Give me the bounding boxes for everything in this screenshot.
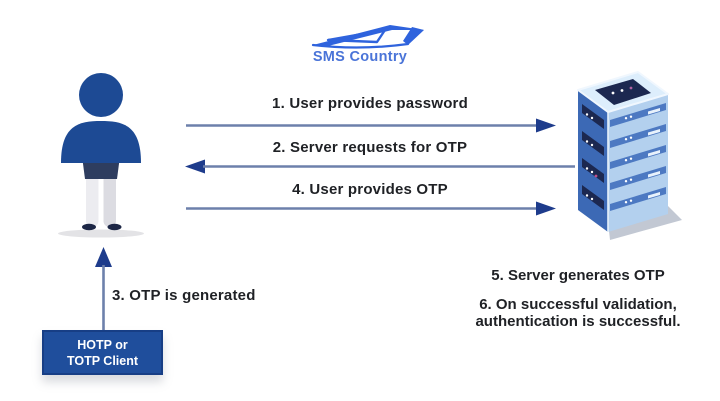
- label-step6-line1: 6. On successful validation,: [479, 296, 677, 313]
- label-step6-line2: authentication is successful.: [475, 312, 681, 330]
- server-icon: [577, 71, 682, 240]
- client-box-line2: TOTP Client: [66, 353, 139, 368]
- client-box-line1: HOTP or: [77, 337, 128, 352]
- sms-country-logo-swoosh-icon: [311, 25, 424, 49]
- label-step2: 2. Server requests for OTP: [272, 139, 468, 156]
- label-step5: 5. Server generates OTP: [491, 267, 665, 284]
- label-step4: 4. User provides OTP: [292, 181, 448, 198]
- user-icon: [58, 73, 144, 238]
- label-step1: 1. User provides password: [272, 95, 468, 112]
- server-notes: 5. Server generates OTP 6. On successful…: [433, 267, 720, 330]
- arrow-step3-up-icon: [95, 247, 112, 331]
- arrow-step4-right-icon: [186, 201, 556, 216]
- label-step3: 3. OTP is generated: [112, 287, 256, 304]
- arrow-step1-right-icon: [186, 118, 556, 133]
- sms-country-logo-text: SMS Country: [312, 49, 408, 65]
- hotp-totp-client-box: HOTP or TOTP Client: [42, 330, 163, 375]
- arrow-step2-left-icon: [185, 159, 575, 174]
